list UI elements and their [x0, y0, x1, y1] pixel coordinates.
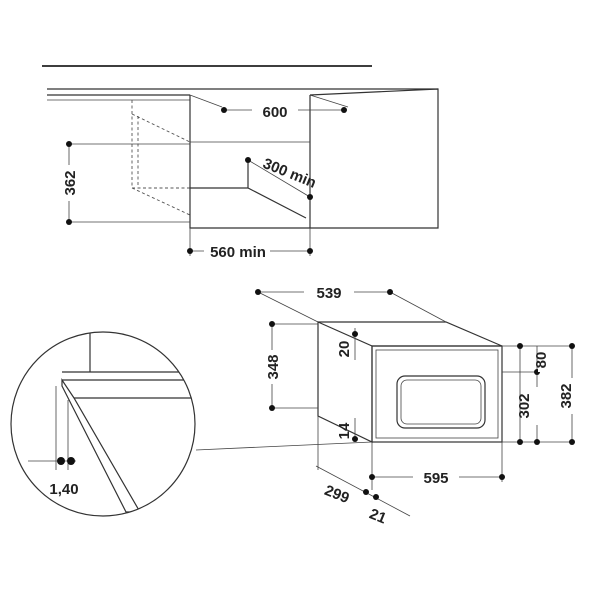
oven-front — [371, 345, 503, 443]
cabinet-view: 600 300 min 560 min 362 — [42, 65, 439, 261]
dim-21: 21 — [367, 505, 389, 527]
dim-348: 348 — [265, 354, 282, 379]
dim-80: 80 — [533, 352, 550, 369]
detail-circle — [10, 331, 196, 517]
dim-299: 299 — [322, 482, 352, 507]
dim-302: 302 — [516, 393, 533, 418]
dim-362: 362 — [62, 170, 79, 195]
oven-window — [396, 375, 486, 429]
detail-view: 1,40 — [10, 331, 196, 517]
dim-1-40: 1,40 — [49, 481, 78, 498]
niche-inner-shelf — [190, 160, 307, 219]
oven-view: 539 348 20 14 80 302 382 — [255, 282, 581, 527]
dim-382: 382 — [558, 383, 575, 408]
side-panel-dashed — [131, 100, 191, 216]
dim-560-min: 560 min — [210, 244, 266, 261]
dim-20: 20 — [336, 341, 353, 358]
dim-14: 14 — [336, 422, 353, 439]
niche-right-panel — [309, 88, 439, 229]
detail-leader-line — [195, 441, 373, 451]
dim-539: 539 — [316, 285, 341, 302]
dim-595: 595 — [423, 470, 448, 487]
dim-600: 600 — [262, 104, 287, 121]
niche-outline — [189, 95, 311, 229]
